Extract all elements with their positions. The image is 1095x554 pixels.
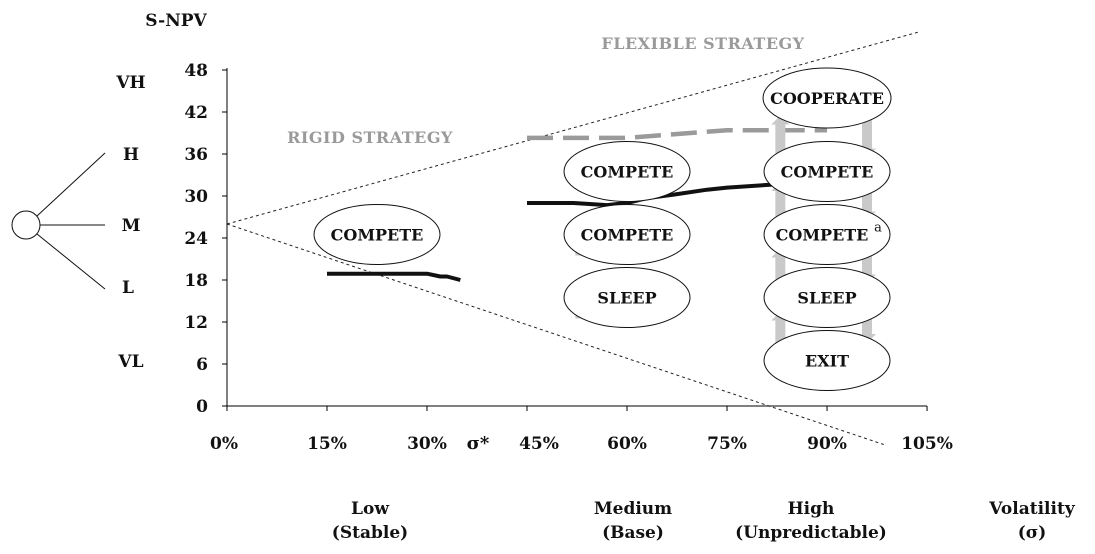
y-tick-label: 12	[184, 313, 208, 333]
strategy-node-label: SLEEP	[797, 289, 856, 308]
volatility-group-label: Medium(Base)	[594, 499, 672, 543]
tree-branch-low	[36, 233, 106, 290]
level-label: M	[122, 216, 141, 236]
volatility-group-label: Volatility(σ)	[988, 499, 1076, 543]
level-label: L	[122, 278, 134, 298]
y-tick-label: 18	[184, 271, 208, 291]
strategy-node-label: COMPETE	[331, 226, 424, 245]
strategy-node-label: COMPETE	[781, 163, 874, 182]
strategy-node-label: COMPETE	[581, 226, 674, 245]
y-tick-label: 36	[184, 145, 208, 165]
strategy-node-cooperate	[762, 67, 892, 129]
cone-lower-line	[226, 223, 884, 445]
strategy-node-label: COMPETE	[776, 226, 869, 245]
level-label: H	[123, 145, 139, 165]
level-label: VL	[117, 352, 143, 372]
strategy-node-compete	[763, 141, 891, 202]
y-tick-label: 24	[184, 229, 208, 249]
volatility-group-label: Low(Stable)	[332, 499, 408, 543]
y-tick-label: 30	[184, 187, 208, 207]
level-label: VH	[115, 73, 145, 93]
x-tick-label: 60%	[607, 434, 647, 454]
x-tick-label: 105%	[901, 434, 953, 454]
strategy-node-superscript: a	[874, 221, 882, 236]
volatility-group-label: High(Unpredictable)	[735, 499, 887, 543]
chart-labels: S-NPV RIGID STRATEGY FLEXIBLE STRATEGY VH H M…	[115, 11, 1075, 543]
x-tick-label: 45%	[519, 434, 559, 454]
rigid-strategy-label: RIGID STRATEGY	[287, 128, 453, 147]
strategy-node-sleep	[563, 267, 691, 328]
x-tick-label: 75%	[707, 434, 747, 454]
strategy-node-label: COOPERATE	[770, 89, 884, 108]
series-line-1	[327, 271, 461, 282]
axes: 0 6 12 18 24 30 36 42 48 0% 15% 30% 45% 60% 75% 90% 105%…	[184, 61, 953, 454]
x-tick-label: 90%	[807, 434, 847, 454]
flexible-strategy-label: FLEXIBLE STRATEGY	[601, 34, 804, 53]
y-tick-label: 0	[196, 397, 208, 417]
strategy-node-compete	[563, 141, 691, 202]
x-tick-label: 0%	[210, 434, 238, 454]
strategy-node-label: EXIT	[805, 352, 849, 371]
series-line-3	[527, 127, 828, 141]
strategy-node-label: COMPETE	[581, 163, 674, 182]
tree-branch-high	[36, 152, 106, 217]
x-tick-label: 15%	[307, 434, 347, 454]
outcome-tree	[11, 152, 106, 290]
volatility-cone	[226, 31, 921, 445]
y-tick-label: 6	[196, 355, 208, 375]
strategy-node-compete	[763, 204, 891, 265]
strategy-node-compete	[313, 204, 441, 265]
tree-root-node	[11, 210, 41, 240]
y-axis-title: S-NPV	[145, 11, 207, 31]
x-tick-label: 30%	[407, 434, 447, 454]
strategy-node-compete	[563, 204, 691, 265]
y-tick-label: 42	[184, 103, 208, 123]
strategy-node-sleep	[763, 267, 891, 328]
sigma-star-label: σ*	[467, 433, 490, 454]
arrow-up-icon	[771, 115, 790, 158]
strategy-nodes: COMPETE COMPETE COMPETE SLEEP COOPERATE COMPE…	[313, 67, 892, 391]
strategy-node-exit	[763, 330, 891, 391]
y-tick-label: 48	[184, 61, 208, 81]
strategy-node-label: SLEEP	[597, 289, 656, 308]
